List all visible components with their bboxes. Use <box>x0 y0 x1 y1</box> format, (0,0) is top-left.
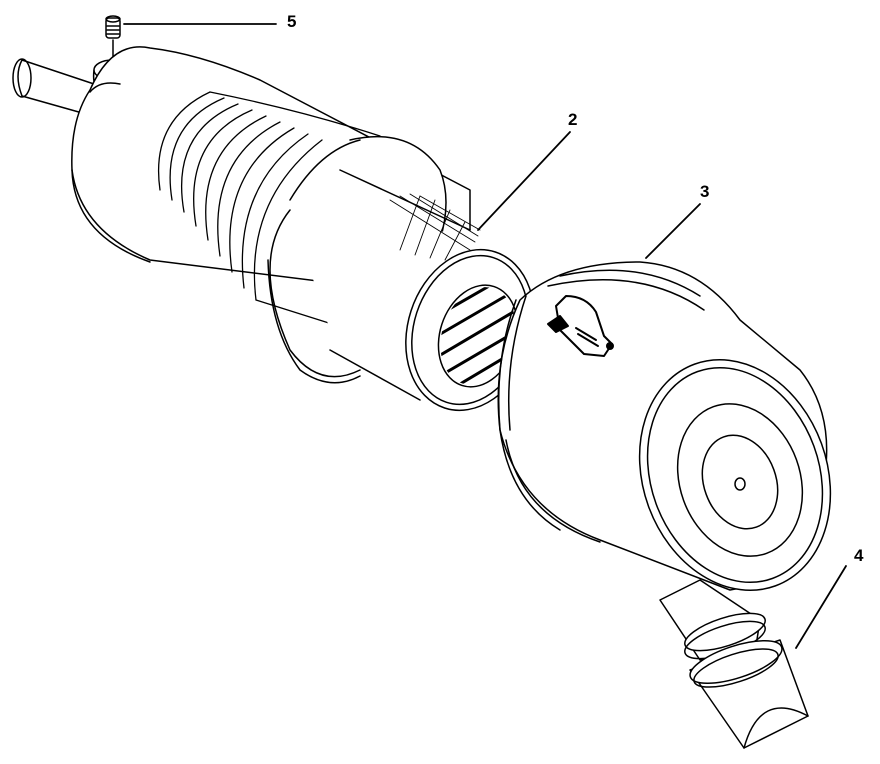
callout-4: 4 <box>854 546 864 565</box>
cover-clamp <box>547 295 614 357</box>
callout-2: 2 <box>568 110 578 129</box>
callout-5: 5 <box>287 12 297 31</box>
housing-ribs <box>157 91 381 337</box>
part-4-outlet <box>659 565 847 749</box>
part-3-cover <box>497 203 832 592</box>
filter-mesh <box>389 193 481 261</box>
part-5-plug <box>105 15 277 71</box>
callout-3: 3 <box>700 182 710 201</box>
